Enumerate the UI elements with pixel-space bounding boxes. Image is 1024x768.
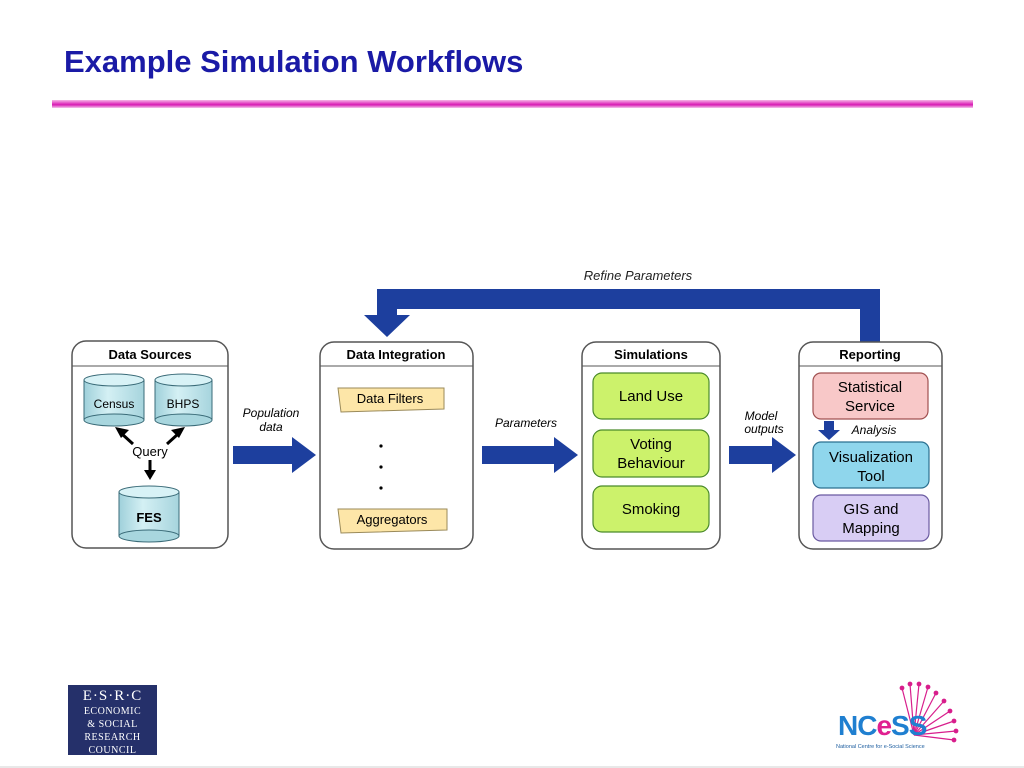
land-use-box	[592, 372, 710, 420]
aggregators-label: Aggregators	[357, 512, 428, 527]
esrc-line-research: RESEARCH	[84, 732, 141, 743]
fes-cylinder: FES	[118, 485, 180, 543]
data-sources-title: Data Sources	[108, 347, 191, 362]
statistical-label: Statistical	[838, 379, 902, 396]
esrc-logo: E·S·R·C ECONOMIC & SOCIAL RESEARCH COUNC…	[68, 685, 157, 756]
query-label: Query	[132, 444, 168, 459]
mapping-label: Mapping	[842, 520, 900, 537]
ncess-word-nc: NC	[838, 710, 877, 741]
slide-footer-line	[0, 766, 1024, 768]
behaviour-label: Behaviour	[617, 455, 685, 472]
ncess-word-ss: SS	[891, 710, 927, 741]
census-label: Census	[94, 397, 135, 411]
ncess-word-e: e	[876, 710, 892, 741]
esrc-line-social: & SOCIAL	[87, 719, 138, 730]
esrc-initials: E·S·R·C	[82, 688, 143, 704]
ellipsis-dots	[379, 444, 383, 490]
statistical-service-box	[812, 372, 929, 420]
voting-behaviour-box	[592, 429, 710, 478]
outputs-label: outputs	[744, 422, 783, 436]
simulations-title: Simulations	[614, 347, 688, 362]
fes-label: FES	[136, 510, 162, 525]
bhps-cylinder: BHPS	[154, 373, 213, 427]
model-outputs-arrow	[729, 437, 796, 473]
refine-parameters-label: Refine Parameters	[584, 268, 693, 283]
esrc-line-economic: ECONOMIC	[83, 706, 142, 717]
data-filters-label: Data Filters	[357, 391, 424, 406]
smoking-box	[592, 485, 710, 533]
visualization-tool-box	[812, 441, 930, 489]
title-divider	[52, 100, 973, 108]
bhps-label: BHPS	[167, 397, 200, 411]
data-integration-title: Data Integration	[347, 347, 446, 362]
service-label: Service	[845, 398, 895, 415]
esrc-line-council: COUNCIL	[88, 745, 137, 756]
land-use-label: Land Use	[619, 388, 683, 405]
ncess-wordmark: NCeSS	[838, 710, 927, 742]
ncess-logo: NCeSS National Centre for e-Social Scien…	[832, 680, 972, 760]
population-label-2: data	[259, 420, 283, 434]
smoking-label: Smoking	[622, 501, 680, 518]
parameters-label: Parameters	[495, 416, 557, 430]
ncess-burst-icon	[899, 681, 959, 743]
population-label-1: Population	[243, 406, 300, 420]
gis-label: GIS and	[843, 501, 898, 518]
data-filters-note: Data Filters	[337, 387, 445, 413]
ncess-tagline: National Centre for e-Social Science	[836, 744, 925, 750]
reporting-title: Reporting	[839, 347, 900, 362]
analysis-label: Analysis	[851, 423, 897, 437]
census-cylinder: Census	[83, 373, 145, 427]
analysis-arrow	[818, 421, 840, 440]
slide-title: Example Simulation Workflows	[64, 44, 524, 79]
gis-mapping-box	[812, 494, 930, 542]
query-arrows	[115, 427, 185, 480]
visualization-label: Visualization	[829, 449, 913, 466]
voting-label: Voting	[630, 436, 672, 453]
population-arrow	[233, 437, 316, 473]
tool-label: Tool	[857, 468, 885, 485]
model-label: Model	[745, 409, 778, 423]
aggregators-note: Aggregators	[337, 508, 448, 534]
refine-loop-arrow	[364, 289, 880, 345]
parameters-arrow	[482, 437, 578, 473]
